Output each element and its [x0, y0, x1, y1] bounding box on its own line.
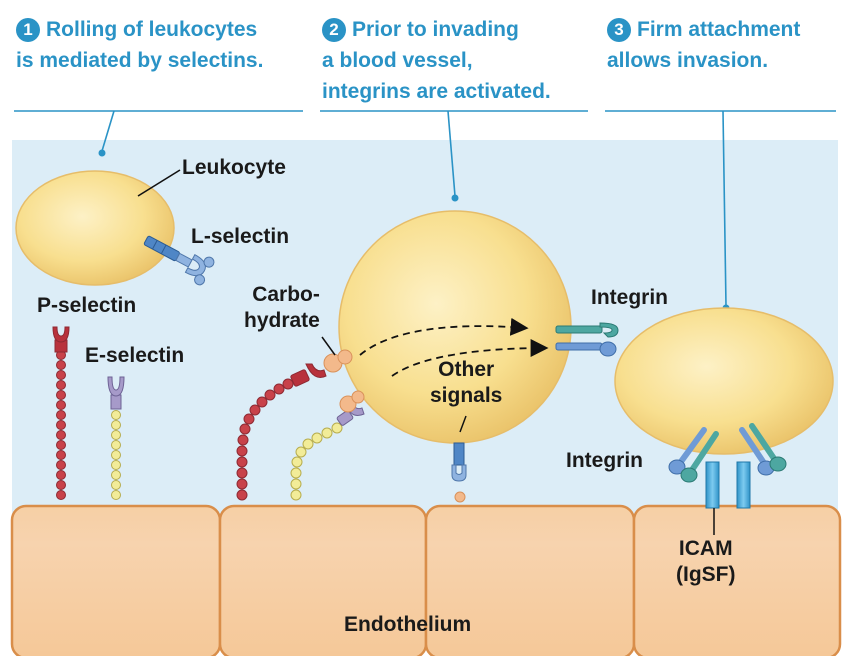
receptor-signal — [451, 442, 467, 503]
label-other-signals-line-2: signals — [430, 384, 503, 407]
p-selectin-bound — [236, 363, 327, 501]
e-selectin-left — [107, 376, 125, 500]
step-2-line-2: a blood vessel, — [322, 49, 473, 72]
integrin-attached-left — [668, 427, 719, 483]
step-1-line-2: is mediated by selectins. — [16, 49, 264, 72]
label-integrin-attached: Integrin — [566, 449, 643, 472]
label-icam: ICAM (IgSF) — [676, 536, 735, 588]
step-1-caption: 1 Rolling of leukocytes is mediated by se… — [16, 14, 263, 76]
label-p-selectin: P-selectin — [37, 294, 137, 317]
label-carbohydrate-line-2: hydrate — [244, 309, 320, 332]
label-other-signals-line-1: Other — [438, 358, 495, 381]
step-3-number: 3 — [607, 18, 631, 42]
p-selectin-left — [52, 326, 70, 500]
label-other-signals: Other signals — [430, 357, 502, 409]
label-carbohydrate-line-1: Carbo- — [252, 283, 320, 306]
endothelial-cell — [632, 504, 842, 660]
endothelial-cell — [10, 504, 222, 660]
label-carbohydrate: Carbo- hydrate — [244, 282, 320, 334]
step-1-number: 1 — [16, 18, 40, 42]
leukocyte-pointer — [137, 169, 181, 197]
other-signals-pointer — [459, 415, 467, 433]
label-icam-line-1: ICAM — [678, 537, 733, 560]
integrin-activated — [555, 322, 619, 357]
signal-arrow-lower — [391, 339, 549, 377]
label-icam-line-2: (IgSF) — [676, 563, 736, 586]
step-2-number: 2 — [322, 18, 346, 42]
step-2-caption: 2 Prior to invading a blood vessel, integ… — [322, 14, 551, 107]
step-2-line-3: integrins are activated. — [322, 80, 551, 103]
step-3-line-2: allows invasion. — [607, 49, 769, 72]
step-2-line-1: Prior to invading — [352, 18, 519, 41]
step-3-line-1: Firm attachment — [637, 18, 801, 41]
step-1-line-1: Rolling of leukocytes — [46, 18, 258, 41]
integrin-attached-right — [739, 423, 787, 476]
label-l-selectin: L-selectin — [191, 225, 290, 248]
label-e-selectin: E-selectin — [85, 344, 185, 367]
leukocyte-rolling — [15, 170, 175, 286]
step-header-rules — [14, 110, 836, 307]
carbohydrate — [323, 349, 365, 413]
label-endothelium: Endothelium — [344, 613, 472, 636]
l-selectin — [143, 235, 215, 286]
leukocyte-attached — [614, 307, 834, 455]
carbohydrate-pointer — [321, 336, 336, 356]
step-3-caption: 3 Firm attachment allows invasion. — [607, 14, 800, 76]
label-leukocyte: Leukocyte — [182, 156, 286, 179]
icam — [705, 461, 751, 509]
signal-arrow-upper — [359, 317, 529, 356]
label-integrin-activated: Integrin — [591, 286, 668, 309]
